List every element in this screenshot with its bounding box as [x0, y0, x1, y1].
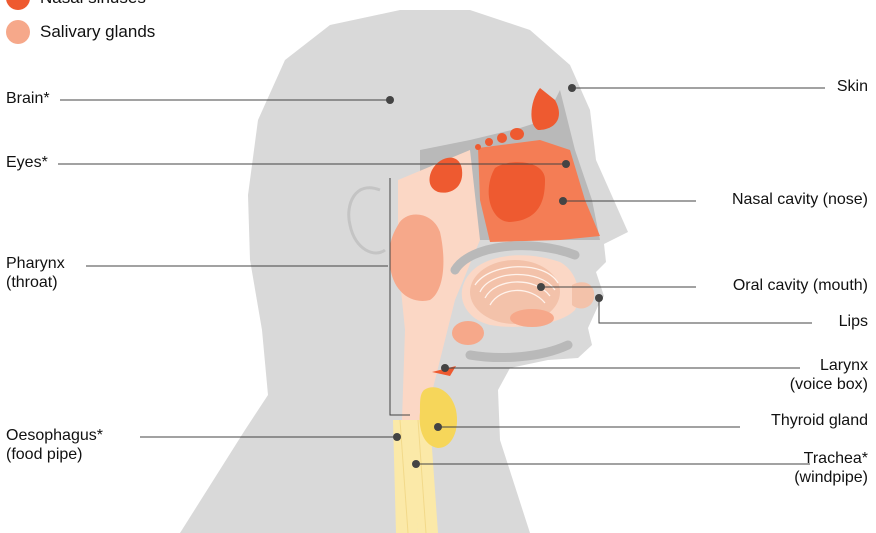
legend-swatch-nasal-sinuses [6, 0, 30, 10]
label-trachea-line1: Trachea* [794, 449, 868, 468]
label-oesophagus-line1: Oesophagus* [6, 426, 103, 445]
label-oesophagus: Oesophagus* (food pipe) [6, 426, 103, 464]
label-pharynx: Pharynx (throat) [6, 254, 65, 292]
ethmoid-sinus-1 [475, 144, 481, 150]
sublingual-gland [510, 309, 554, 327]
label-eyes: Eyes* [6, 153, 48, 172]
label-pharynx-line1: Pharynx [6, 254, 65, 273]
legend-label-salivary-glands: Salivary glands [40, 22, 155, 42]
label-pharynx-line2: (throat) [6, 273, 65, 292]
legend-label-nasal-sinuses: Nasal sinuses [40, 0, 146, 8]
label-skin: Skin [837, 77, 868, 96]
submandibular-gland [452, 321, 484, 345]
legend-item-salivary-glands: Salivary glands [6, 20, 155, 44]
legend-swatch-salivary-glands [6, 20, 30, 44]
label-lips: Lips [839, 312, 868, 331]
label-brain: Brain* [6, 89, 50, 108]
label-trachea-line2: (windpipe) [794, 468, 868, 487]
legend-item-nasal-sinuses: Nasal sinuses [6, 0, 146, 10]
ethmoid-sinus-2 [485, 138, 493, 146]
label-larynx-line2: (voice box) [790, 375, 868, 394]
ethmoid-sinus-4 [510, 128, 524, 140]
label-oesophagus-line2: (food pipe) [6, 445, 103, 464]
label-larynx: Larynx (voice box) [790, 356, 868, 394]
ethmoid-sinus-3 [497, 133, 507, 143]
label-nasal-cavity: Nasal cavity (nose) [732, 190, 868, 209]
label-trachea: Trachea* (windpipe) [794, 449, 868, 487]
label-larynx-line1: Larynx [790, 356, 868, 375]
label-thyroid: Thyroid gland [771, 411, 868, 430]
label-oral-cavity: Oral cavity (mouth) [733, 276, 868, 295]
